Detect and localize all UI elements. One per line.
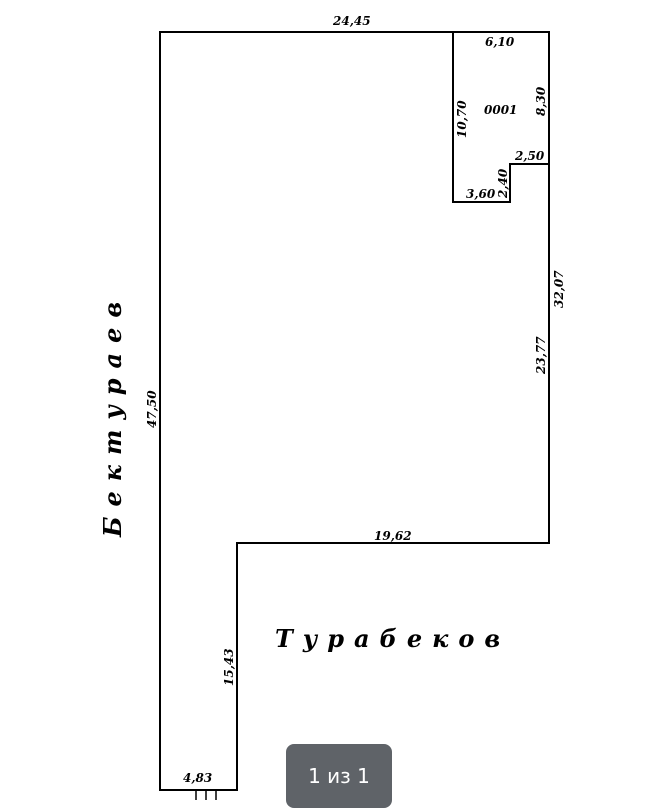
dim-inner-left: 10,70 (455, 100, 469, 138)
page-indicator: 1 из 1 (286, 744, 392, 808)
dim-inner-bottom: 3,60 (466, 187, 496, 201)
dim-lower-left: 15,43 (222, 648, 236, 686)
street-west-label: Бектураев (98, 292, 127, 538)
dim-right-outer: 32,07 (552, 270, 566, 308)
dim-inner-right: 8,30 (534, 86, 548, 116)
dim-step-top: 2,50 (514, 149, 545, 163)
street-south-label: Турабеков (275, 624, 510, 653)
dim-inner-top: 6,10 (485, 35, 515, 49)
inner-parcel-outline (452, 32, 549, 203)
dim-middle: 19,62 (374, 529, 412, 543)
parcel-id-label: 0001 (484, 103, 517, 117)
dim-left: 47,50 (145, 390, 159, 428)
dim-step-side: 2,40 (496, 168, 510, 199)
parcel-outline (159, 31, 550, 791)
dim-right-inner: 23,77 (534, 336, 548, 375)
dim-bottom: 4,83 (183, 771, 212, 785)
page-indicator-label: 1 из 1 (308, 764, 370, 788)
dim-top: 24,45 (332, 14, 371, 28)
